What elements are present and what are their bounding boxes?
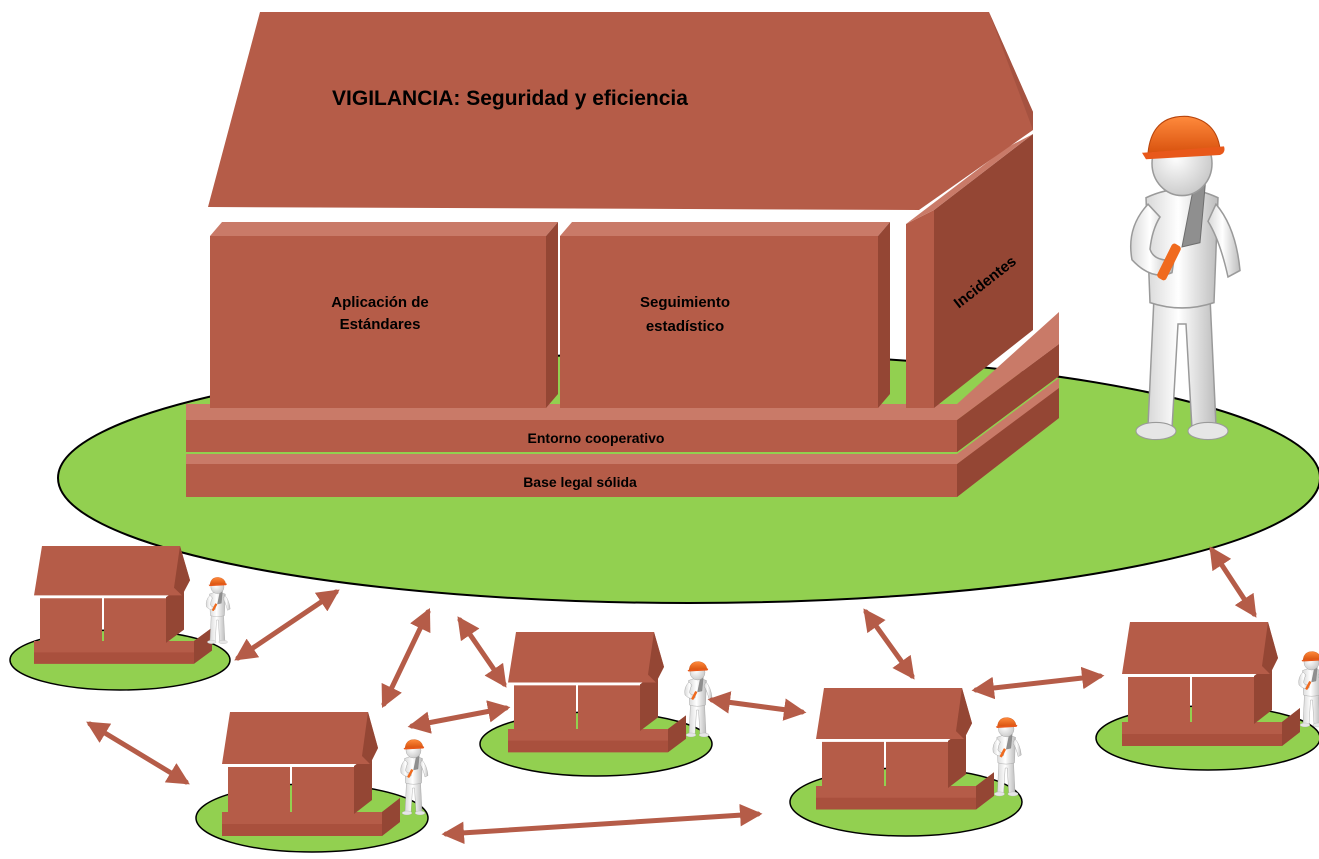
small-house-2 [195,712,429,853]
small-house-3 [479,632,713,777]
pillar-2-label-line1: Seguimiento [640,294,730,311]
double-arrow-icon [441,803,763,845]
double-arrow-icon [86,721,190,785]
double-arrow-icon [863,608,915,680]
small-house-4 [789,688,1023,837]
pillar-1-label-line1: Aplicación de [331,294,429,311]
construction-worker-icon [1298,651,1319,728]
main-building: VIGILANCIA: Seguridad y eficiencia Aplic… [186,12,1059,497]
small-house-icon [1122,622,1300,746]
small-house-5 [1095,622,1319,771]
pillar-seguimiento-estadistico [560,222,890,408]
double-arrow-icon [457,616,507,688]
small-house-icon [816,688,994,810]
double-arrow-icon [971,666,1105,700]
double-arrow-icon [1209,546,1257,618]
double-arrow-icon [707,691,807,721]
roof [208,12,1033,210]
foundation-upper-slab [186,344,1059,452]
foundation-upper-label: Entorno cooperativo [528,430,665,446]
small-house-icon [508,632,686,753]
double-arrow-icon [407,700,511,734]
pillar-incidentes [906,134,1033,408]
double-arrow-icon [381,607,431,709]
double-arrow-icon [234,589,340,661]
pillar-aplicacion-estandares [210,222,558,408]
pillar-1-label-line2: Estándares [340,316,421,333]
foundation-lower-label: Base legal sólida [523,474,637,490]
roof-title: VIGILANCIA: Seguridad y eficiencia [332,87,688,110]
small-house-1 [9,546,231,691]
foundation-lower-slab [186,386,1059,497]
small-house-icon [222,712,400,836]
small-house-icon [34,546,212,664]
connection-arrows [86,546,1257,845]
pillar-2-label-line2: estadístico [646,318,724,335]
